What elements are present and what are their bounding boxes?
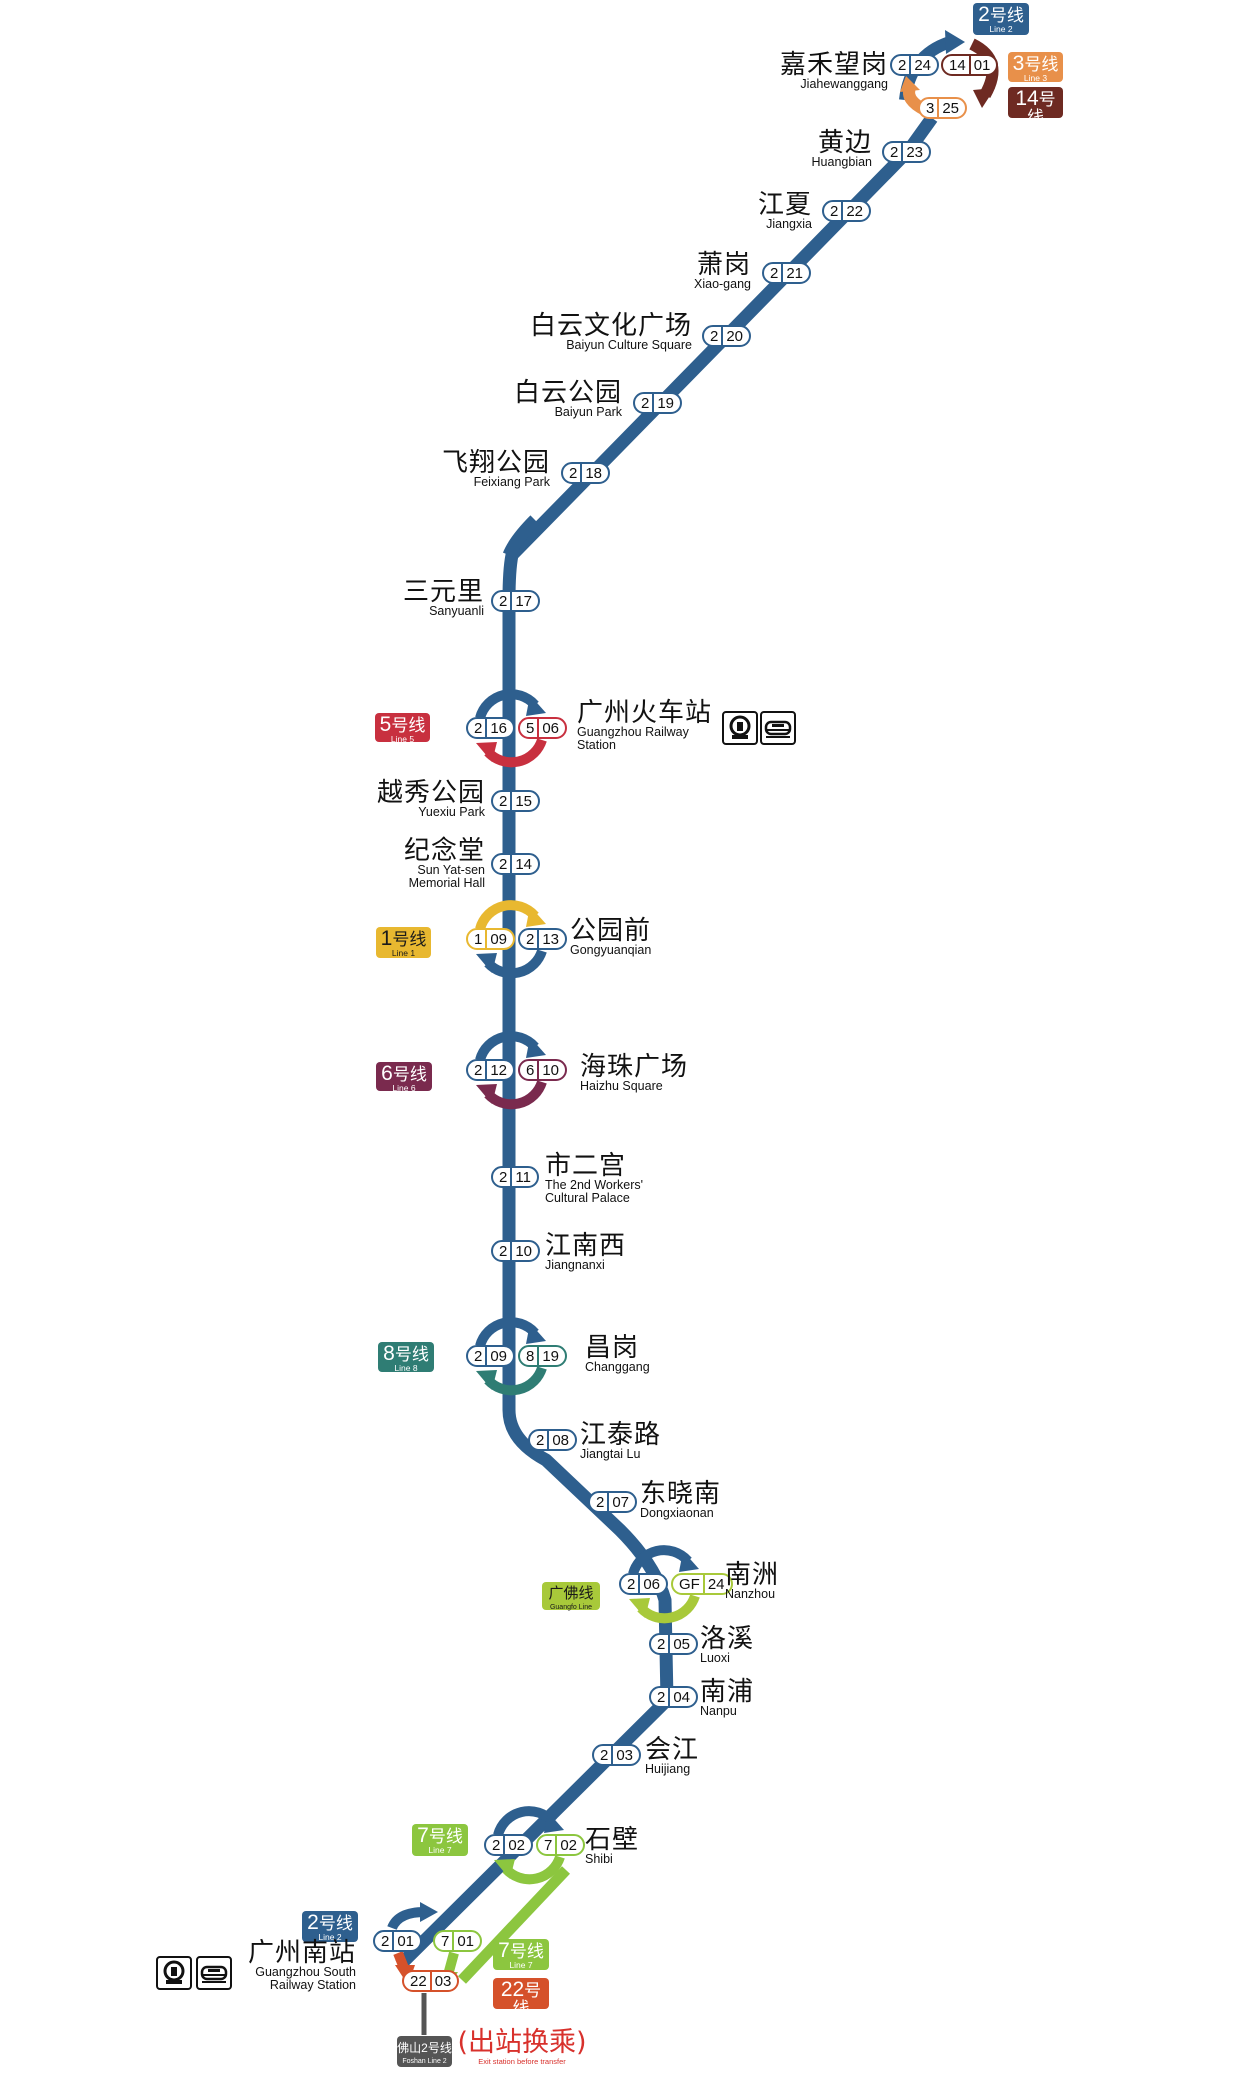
- line-badge-foshan2: 佛山2号线 Foshan Line 2: [397, 2036, 452, 2067]
- train-icon: [196, 1956, 232, 1990]
- line-badge-line14: 14号线 Line 14: [1008, 87, 1063, 136]
- line-badge-line6: 6号线 Line 6: [376, 1062, 432, 1093]
- train-icon: [760, 711, 796, 745]
- line-badge-line2-top: 2号线 Line 2: [973, 3, 1029, 35]
- line-badge-line7-shibi: 7号线 Line 7: [412, 1824, 468, 1856]
- line-badge-line3: 3号线 Line 3: [1008, 52, 1063, 83]
- line-badge-guangfo: 广佛线 Guangfo Line: [542, 1582, 600, 1611]
- line-badge-line22: 22号线 Line 22: [493, 1978, 549, 2027]
- line-badge-line1: 1号线 Line 1: [376, 927, 431, 958]
- railway-icon: [722, 711, 758, 745]
- exit-transfer-note: (出站换乘) Exit station before transfer: [457, 2027, 587, 2067]
- line-badge-line2-bottom: 2号线 Line 2: [302, 1911, 358, 1942]
- railway-icon: [156, 1956, 192, 1990]
- line7-track: [458, 1866, 570, 1984]
- line-badge-line8: 8号线 Line 8: [378, 1342, 434, 1373]
- line-badge-line7-south: 7号线 Line 7: [493, 1939, 549, 1970]
- line-badge-line5: 5号线 Line 5: [375, 713, 430, 744]
